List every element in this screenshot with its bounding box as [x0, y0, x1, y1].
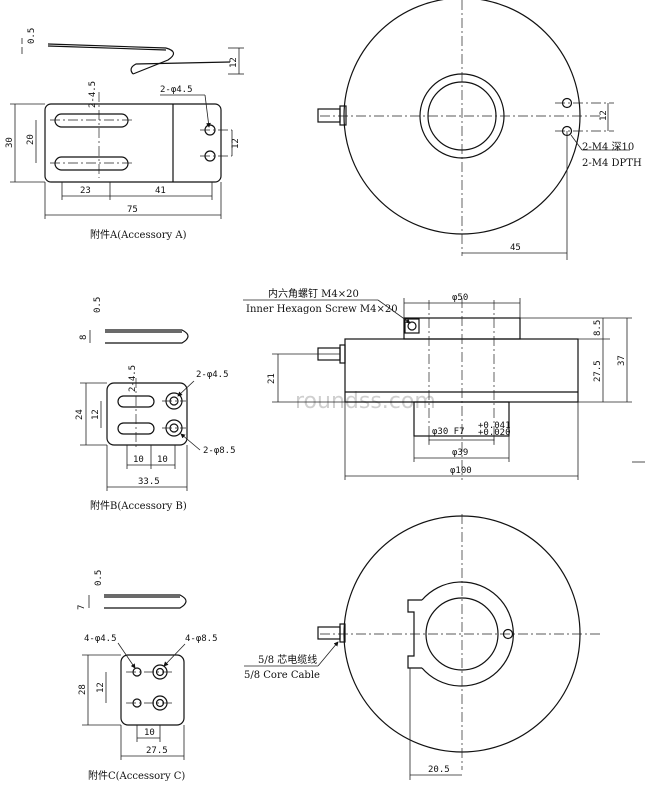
- c-dim-hole1: 4-φ4.5: [84, 634, 117, 644]
- a-dim-23: 23: [80, 186, 91, 196]
- b-dim-hole2: 2-φ8.5: [203, 446, 236, 456]
- top-view-drawing: 12 2-M4 深10 2-M4 DPTH 10 45: [317, 0, 645, 260]
- side-dim-21: 21: [267, 373, 277, 384]
- bottom-cable-label-cn: 5/8 芯电缆线: [258, 653, 317, 666]
- bottom-cable-label-en: 5/8 Core Cable: [244, 670, 320, 681]
- a-dim-hole: 2-φ4.5: [160, 85, 193, 95]
- accessory-c-caption: 附件C(Accessory C): [88, 769, 185, 782]
- side-dim-30-tol-lo: +0.020: [478, 428, 511, 438]
- top-cable-connector: [317, 108, 341, 123]
- b-dim-335: 33.5: [138, 477, 160, 487]
- c-dim-thickness: 0.5: [94, 570, 104, 586]
- side-dim-39: φ39: [452, 448, 468, 458]
- side-hex-screw: [404, 318, 420, 334]
- accessory-b-plate: [106, 382, 188, 446]
- a-dim-75: 75: [127, 205, 138, 215]
- accessory-b-side-view: [105, 329, 189, 344]
- c-dim-hole2: 4-φ8.5: [185, 634, 218, 644]
- side-dim-37: 37: [617, 355, 627, 366]
- side-dim-100: φ100: [450, 466, 472, 476]
- side-dim-30-fit: φ30 F7: [432, 427, 465, 437]
- top-dim-45: 45: [510, 243, 521, 253]
- bottom-dim-205: 20.5: [428, 765, 450, 775]
- a-dim-20: 20: [26, 134, 36, 145]
- accessory-c-plate: [120, 654, 185, 726]
- accessory-c-side-view: [104, 594, 187, 609]
- top-thread-label-en: 2-M4 DPTH 10: [582, 158, 645, 169]
- side-bottom-boss: [413, 401, 510, 437]
- b-dim-10a: 10: [133, 455, 144, 465]
- a-slot-bottom: [54, 156, 129, 171]
- side-view-drawing: 内六角螺钉 M4×20 Inner Hexagon Screw M4×20 φ5…: [243, 287, 645, 480]
- b-dim-12: 12: [91, 409, 101, 420]
- c-dim-275: 27.5: [146, 746, 168, 756]
- c-dim-7: 7: [77, 605, 87, 610]
- accessory-a-caption: 附件A(Accessory A): [90, 228, 187, 241]
- a-slot-top: [54, 113, 129, 128]
- side-dim-30-tol-up: +0.041: [478, 421, 511, 431]
- c-dim-28: 28: [78, 684, 88, 695]
- side-screw-label-en: Inner Hexagon Screw M4×20: [246, 304, 398, 315]
- c-dim-12: 12: [96, 682, 106, 693]
- b-dim-24: 24: [75, 409, 85, 420]
- b-dim-thickness: 0.5: [93, 297, 103, 313]
- side-screw-label-cn: 内六角螺钉 M4×20: [268, 287, 359, 300]
- accessory-a-plate: [44, 103, 222, 183]
- top-dim-12: 12: [599, 110, 609, 121]
- accessory-b-caption: 附件B(Accessory B): [90, 499, 187, 512]
- b-dim-10b: 10: [157, 455, 168, 465]
- accessory-c-drawing: 0.5 7 4-φ4.5 4-φ8.5 28 12 10 27.5: [77, 570, 218, 760]
- bottom-thread-hole: [502, 628, 514, 640]
- accessory-a-drawing: 0.5 12 2-4.5 2-φ4.5 30 20 12 23 41: [5, 28, 244, 219]
- bottom-view-drawing: 5/8 芯电缆线 5/8 Core Cable 20.5: [244, 514, 600, 780]
- side-dim-50: φ50: [452, 293, 468, 303]
- a-dim-side-height: 12: [229, 57, 239, 68]
- bottom-cable-connector: [317, 626, 341, 640]
- top-thread-label-cn: 2-M4 深10: [582, 141, 634, 153]
- b-dim-slot: 2-4.5: [128, 365, 138, 392]
- c-dim-10: 10: [144, 728, 155, 738]
- side-dim-85: 8.5: [593, 320, 603, 336]
- side-dim-275: 27.5: [593, 360, 603, 382]
- a-dim-30: 30: [5, 137, 15, 148]
- a-dim-41: 41: [155, 186, 166, 196]
- a-dim-thickness: 0.5: [27, 28, 37, 44]
- accessory-b-drawing: 0.5 8 2-4.5 2-φ4.5 2-φ8.5 24 12 10 10 33…: [75, 297, 236, 491]
- a-dim-12: 12: [231, 138, 241, 149]
- b-dim-8: 8: [79, 335, 89, 340]
- bottom-bore-inner: [425, 597, 499, 671]
- b-dim-hole1: 2-φ4.5: [196, 370, 229, 380]
- accessory-a-side-view: [21, 38, 244, 75]
- a-dim-slot: 2-4.5: [88, 81, 98, 108]
